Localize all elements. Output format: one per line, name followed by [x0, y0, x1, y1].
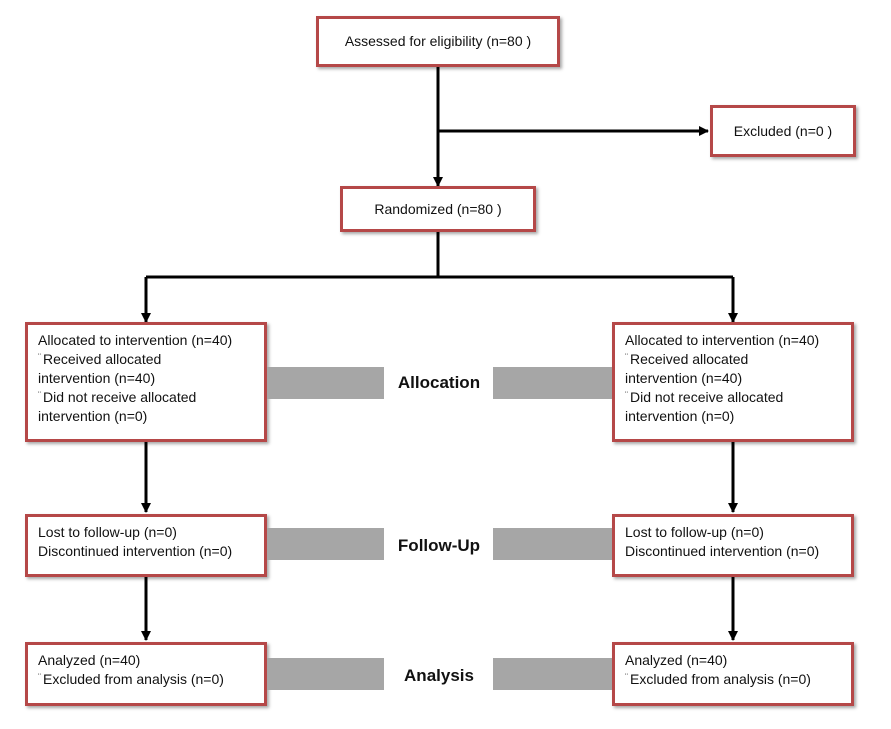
allocation-right-line-2: Received allocated	[630, 351, 749, 367]
stage-label-allocation: Allocation	[397, 373, 481, 392]
allocation-left-line-5: intervention (n=0)	[38, 408, 148, 424]
analysis-box-left: Analyzed (n=40) ¨Excluded from analysis …	[25, 642, 267, 706]
excluded-box: Excluded (n=0 )	[710, 105, 856, 157]
stage-label-followup: Follow-Up	[397, 536, 481, 555]
randomized-box: Randomized (n=80 )	[340, 186, 536, 232]
bullet-icon: ¨	[38, 672, 41, 682]
analysis-right-line-2: Excluded from analysis (n=0)	[630, 671, 811, 687]
allocation-left-line-2: Received allocated	[43, 351, 162, 367]
followup-left-line-2: Discontinued intervention (n=0)	[38, 543, 233, 559]
allocation-right-line-5: intervention (n=0)	[625, 408, 735, 424]
allocation-right-line-4: Did not receive allocated	[630, 389, 784, 405]
analysis-left-line-2: Excluded from analysis (n=0)	[43, 671, 224, 687]
allocation-bar-right	[493, 367, 612, 399]
followup-right-line-2: Discontinued intervention (n=0)	[625, 543, 820, 559]
analysis-right-line-1: Analyzed (n=40)	[625, 652, 728, 668]
analysis-bar-right	[493, 658, 612, 690]
assessed-box: Assessed for eligibility (n=80 )	[316, 16, 560, 67]
bullet-icon: ¨	[38, 352, 41, 362]
allocation-bar-left	[267, 367, 384, 399]
followup-left-line-1: Lost to follow-up (n=0)	[38, 524, 177, 540]
allocation-left-line-3: intervention (n=40)	[38, 370, 156, 386]
bullet-icon: ¨	[625, 352, 628, 362]
followup-box-right: Lost to follow-up (n=0) Discontinued int…	[612, 514, 854, 577]
randomized-text: Randomized (n=80 )	[374, 200, 502, 217]
allocation-box-left: Allocated to intervention (n=40) ¨Receiv…	[25, 322, 267, 442]
bullet-icon: ¨	[625, 672, 628, 682]
followup-bar-left	[267, 528, 384, 560]
allocation-left-line-4: Did not receive allocated	[43, 389, 197, 405]
excluded-text: Excluded (n=0 )	[733, 122, 833, 139]
bullet-icon: ¨	[625, 390, 628, 400]
allocation-box-right: Allocated to intervention (n=40) ¨Receiv…	[612, 322, 854, 442]
allocation-left-line-1: Allocated to intervention (n=40)	[38, 332, 233, 348]
analysis-bar-left	[267, 658, 384, 690]
followup-box-left: Lost to follow-up (n=0) Discontinued int…	[25, 514, 267, 577]
followup-right-line-1: Lost to follow-up (n=0)	[625, 524, 764, 540]
followup-bar-right	[493, 528, 612, 560]
allocation-right-line-1: Allocated to intervention (n=40)	[625, 332, 820, 348]
allocation-right-line-3: intervention (n=40)	[625, 370, 743, 386]
assessed-text: Assessed for eligibility (n=80 )	[344, 33, 532, 49]
analysis-box-right: Analyzed (n=40) ¨Excluded from analysis …	[612, 642, 854, 706]
analysis-left-line-1: Analyzed (n=40)	[38, 652, 141, 668]
stage-label-analysis: Analysis	[404, 666, 474, 685]
bullet-icon: ¨	[38, 390, 41, 400]
